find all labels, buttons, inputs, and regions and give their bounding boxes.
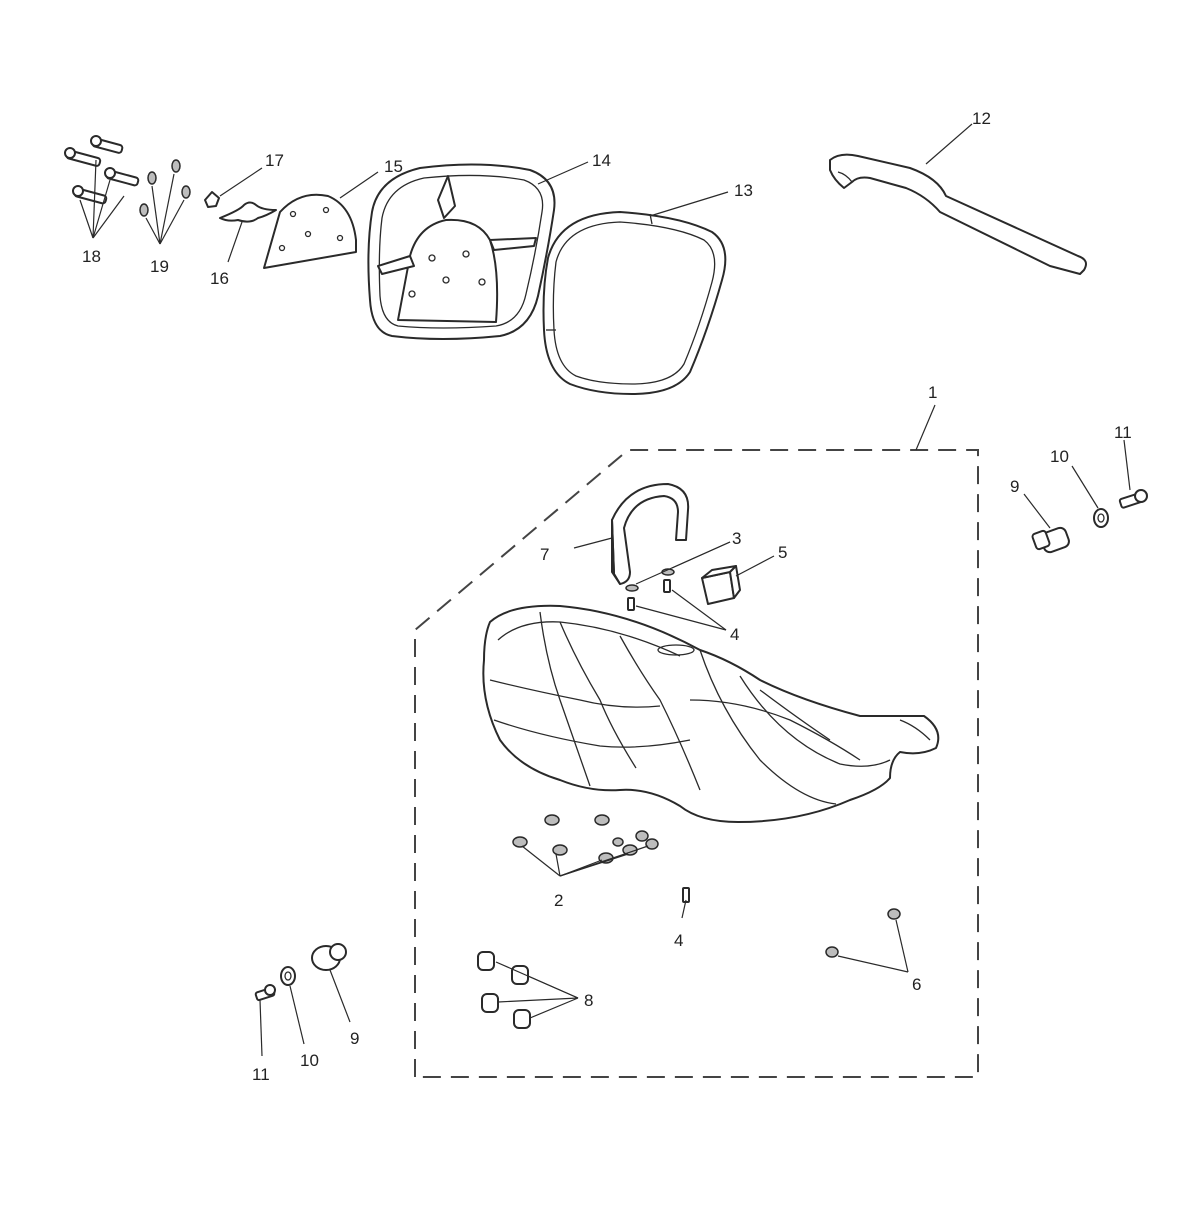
backrest-pad: [542, 191, 729, 395]
bumpers: [825, 908, 909, 973]
c-spanner: [829, 123, 1087, 275]
spacers: [477, 951, 579, 1029]
callout-16: 16: [210, 269, 229, 288]
callout-9-right: 9: [1010, 477, 1019, 496]
callout-10-left: 10: [300, 1051, 319, 1070]
callout-18: 18: [82, 247, 101, 266]
callout-2: 2: [554, 891, 563, 910]
callout-1: 1: [928, 383, 937, 402]
callout-3: 3: [732, 529, 741, 548]
callout-7: 7: [540, 545, 549, 564]
leader-1: [915, 404, 936, 451]
bush-right: [1023, 493, 1070, 554]
callout-4-top: 4: [730, 625, 739, 644]
callout-17: 17: [265, 151, 284, 170]
seat-kit-boundary: [414, 449, 979, 1078]
callout-12: 12: [972, 109, 991, 128]
bracket: [219, 201, 277, 263]
bolt-left: [254, 984, 276, 1057]
backrest-frame: [367, 161, 589, 340]
nuts-group: [139, 159, 191, 245]
callout-19: 19: [150, 257, 169, 276]
screw-bottom: [681, 887, 690, 919]
clip-block: [701, 555, 775, 605]
callout-6: 6: [912, 975, 921, 994]
bolt-right: [1118, 439, 1148, 509]
washer-left: [280, 966, 305, 1045]
passenger-strap: [573, 483, 690, 585]
callout-13: 13: [734, 181, 753, 200]
callout-11-left: 11: [252, 1065, 270, 1084]
grommet: [204, 167, 263, 208]
seat-mount-fasteners: [512, 814, 659, 877]
pins-group: [64, 135, 140, 239]
callout-4-bottom: 4: [674, 931, 683, 950]
callout-9-left: 9: [350, 1029, 359, 1048]
screws-top: [627, 579, 727, 631]
callout-8: 8: [584, 991, 593, 1010]
callout-15: 15: [384, 157, 403, 176]
callout-5: 5: [778, 543, 787, 562]
washer-right: [1071, 465, 1109, 528]
callout-14: 14: [592, 151, 611, 170]
callout-11-right: 11: [1114, 423, 1132, 442]
callout-10-right: 10: [1050, 447, 1069, 466]
seat: [482, 604, 940, 823]
backplate: [263, 171, 379, 269]
bush-left: [311, 943, 351, 1023]
washers: [625, 541, 731, 592]
